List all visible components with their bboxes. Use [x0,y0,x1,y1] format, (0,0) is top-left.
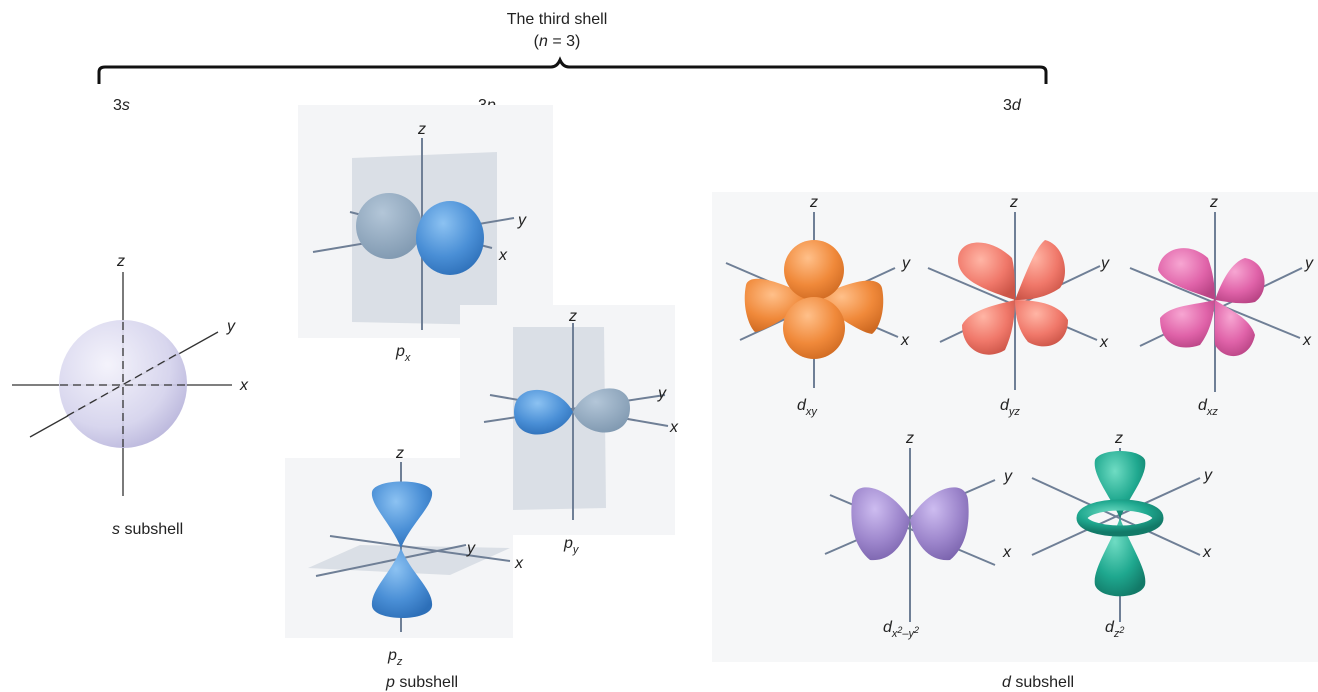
dz2-x-label: x [1202,544,1212,561]
dyz-y-label: y [1100,255,1110,272]
dx2y2-y-label: y [1003,468,1013,485]
dz2-y-label: y [1203,467,1213,484]
pz-y-label: y [466,540,476,557]
dyz-x-label: x [1099,334,1109,351]
d-subshell-label: d subshell [1002,674,1074,691]
dxy-lobe-top [784,240,844,300]
px-orbital: z y x [298,105,553,338]
s-orbital: z y x [12,253,249,496]
px-x-label: x [498,247,508,264]
s-z-label: z [116,253,125,270]
dxy-x-label: x [900,332,910,349]
dyz-z-label: z [1009,194,1018,211]
dxz-x-label: x [1302,332,1312,349]
py-y-label: y [657,385,667,402]
pz-orbital: z y x [285,445,524,638]
px-z-label: z [417,121,426,138]
shell-title: The third shell [507,11,608,28]
pz-label: pz [387,647,403,668]
shell-n-label: (n = 3) [534,33,581,50]
dxy-z-label: z [809,194,818,211]
dx2y2-z-label: z [905,430,914,447]
column-label-3s: 3s [113,97,130,114]
dz2-z-label: z [1114,430,1123,447]
dxz-y-label: y [1304,255,1314,272]
px-label: px [395,343,411,364]
dx2y2-x-label: x [1002,544,1012,561]
pz-z-label: z [395,445,404,462]
dxz-z-label: z [1209,194,1218,211]
s-y-label: y [226,318,236,335]
dxy-lobe-bottom [783,297,845,359]
p-subshell-label: p subshell [385,674,458,691]
pz-x-label: x [514,555,524,572]
s-subshell-label: s subshell [112,521,183,538]
shell-bracket [99,60,1046,84]
dxy-y-label: y [901,255,911,272]
py-label: py [563,535,580,556]
py-x-label: x [669,419,679,436]
column-label-3d: 3d [1003,97,1022,114]
py-z-label: z [568,308,577,325]
s-x-label: x [239,377,249,394]
px-front-lobe [416,201,484,275]
px-back-lobe [356,193,422,259]
px-y-label: y [517,212,527,229]
